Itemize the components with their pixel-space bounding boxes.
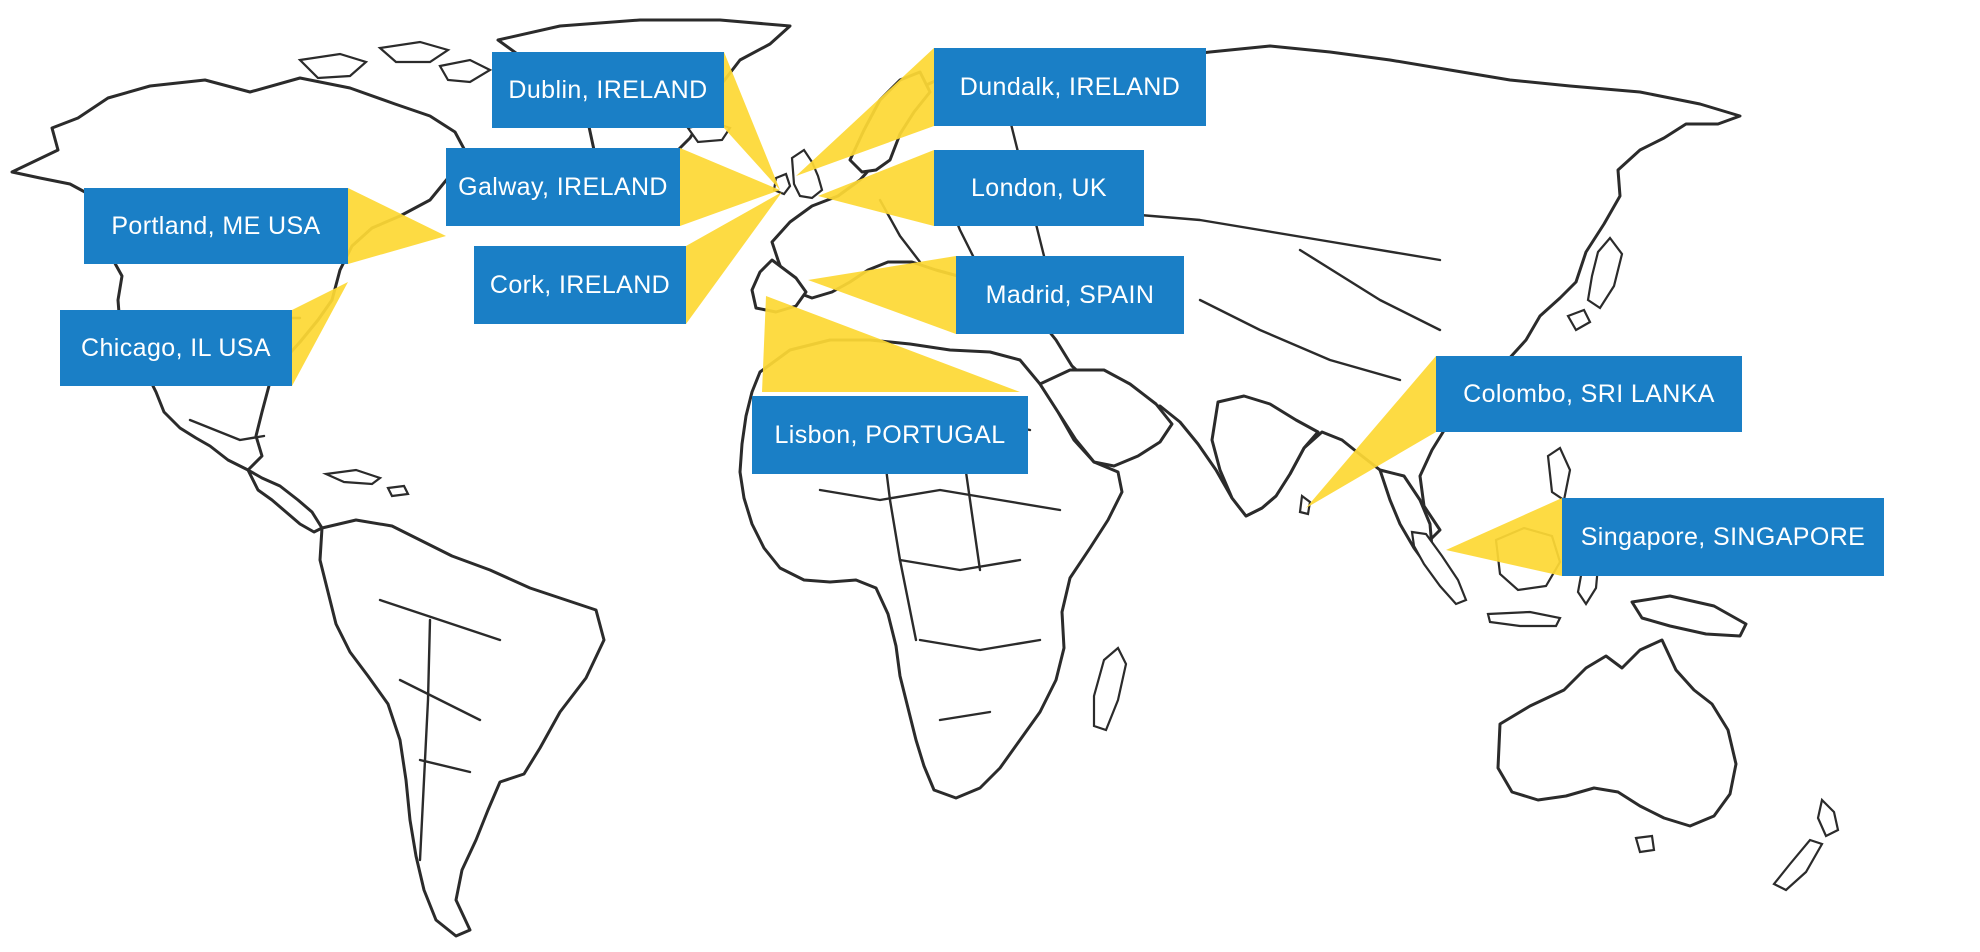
- country-border: [188, 418, 266, 442]
- location-label-chicago: Chicago, IL USA: [60, 310, 292, 386]
- country-border: [918, 638, 1042, 652]
- country-border: [938, 710, 992, 722]
- pointer-dundalk: [796, 48, 934, 176]
- japan: [1586, 236, 1624, 310]
- arctic-island: [377, 40, 451, 64]
- madagascar: [1092, 646, 1128, 732]
- location-label-dublin: Dublin, IRELAND: [492, 52, 724, 128]
- country-border: [818, 488, 1062, 512]
- country-border: [418, 618, 432, 862]
- tasmania: [1634, 834, 1656, 854]
- label-pointers: [292, 48, 1562, 576]
- central-america-landmass: [246, 468, 324, 534]
- location-label-portland: Portland, ME USA: [84, 188, 348, 264]
- pointer-singapore: [1446, 498, 1562, 576]
- pointer-cork: [686, 192, 782, 324]
- pointer-london: [818, 150, 934, 226]
- location-label-lisbon: Lisbon, PORTUGAL: [752, 396, 1028, 474]
- pointer-dublin: [724, 52, 780, 190]
- new-guinea: [1630, 594, 1748, 638]
- new-zealand-south: [1772, 838, 1824, 892]
- java: [1486, 610, 1562, 628]
- hispaniola: [386, 484, 410, 498]
- country-border: [398, 678, 482, 722]
- australia-landmass: [1496, 638, 1738, 828]
- arctic-island: [297, 52, 369, 80]
- location-label-madrid: Madrid, SPAIN: [956, 256, 1184, 334]
- pointer-lisbon: [762, 296, 1020, 392]
- pointer-colombo: [1306, 356, 1436, 508]
- country-border: [418, 758, 472, 774]
- indian-subcontinent: [1210, 394, 1320, 518]
- location-label-cork: Cork, IRELAND: [474, 246, 686, 324]
- location-label-colombo: Colombo, SRI LANKA: [1436, 356, 1742, 432]
- location-label-singapore: Singapore, SINGAPORE: [1562, 498, 1884, 576]
- philippines: [1546, 446, 1572, 502]
- sumatra: [1410, 530, 1468, 606]
- sri-lanka: [1298, 493, 1312, 516]
- japan-south: [1566, 308, 1592, 332]
- country-border: [898, 558, 1022, 572]
- location-label-galway: Galway, IRELAND: [446, 148, 680, 226]
- pointer-madrid: [808, 256, 956, 334]
- location-label-dundalk: Dundalk, IRELAND: [934, 48, 1206, 126]
- pointer-chicago: [292, 282, 348, 386]
- arabian-peninsula: [1038, 368, 1174, 468]
- location-label-london: London, UK: [934, 150, 1144, 226]
- country-borders: [148, 118, 1442, 862]
- south-america-landmass: [318, 518, 606, 938]
- country-border: [378, 598, 502, 642]
- great-britain: [790, 148, 824, 200]
- country-border: [1298, 248, 1442, 332]
- north-america-landmass: [10, 76, 472, 472]
- pointer-portland: [348, 188, 446, 264]
- pointer-galway: [680, 148, 780, 226]
- arctic-island: [438, 58, 493, 84]
- country-border: [1198, 298, 1402, 382]
- new-zealand-north: [1816, 797, 1840, 838]
- cuba: [321, 468, 383, 486]
